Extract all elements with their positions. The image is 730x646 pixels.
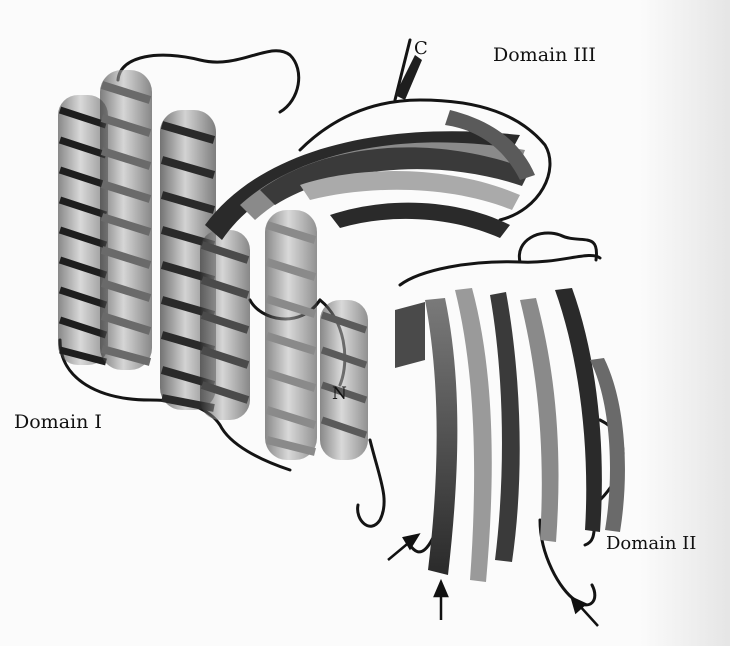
domain-3-label: Domain III [493, 44, 596, 66]
helix-6 [320, 300, 368, 460]
helix-5 [265, 210, 317, 460]
domain-1-helices [58, 70, 368, 460]
strand-2b [455, 288, 492, 582]
strand-2e [555, 288, 602, 532]
strand-2d [520, 298, 559, 542]
helix-4 [200, 230, 250, 420]
domain-3-sheet [205, 55, 535, 240]
helix-2 [100, 70, 152, 370]
domain-2-label: Domain II [606, 533, 696, 554]
strand-3g [395, 55, 422, 100]
n-terminus-label: N [332, 384, 347, 404]
loop-arrows [388, 535, 598, 626]
strand-2g [395, 302, 425, 368]
strand-3e [330, 203, 510, 238]
strand-2a [425, 298, 457, 575]
domain-2-sheet [395, 288, 625, 582]
domain-1-label: Domain I [14, 411, 102, 433]
c-terminus-label: C [414, 38, 428, 59]
strand-2c [490, 292, 520, 562]
